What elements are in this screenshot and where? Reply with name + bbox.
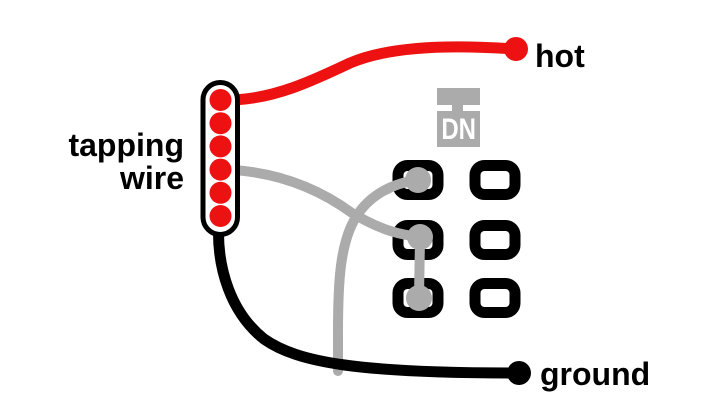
hot-terminal-dot <box>504 37 528 61</box>
contact-dot-5 <box>209 181 232 204</box>
contact-dot-2 <box>209 112 232 135</box>
switch-knob-tab <box>452 105 463 111</box>
pin-contact-dot-middle <box>407 224 433 250</box>
tapping-wire-connector <box>200 80 240 237</box>
switch-pin-r1c2 <box>469 160 521 200</box>
contact-dot-6 <box>209 205 232 227</box>
hot-wire <box>233 41 515 106</box>
switch-pin-r2c2 <box>469 220 521 260</box>
switch-down-icon: DN <box>437 88 480 147</box>
tapping-wire-label-line1: tapping <box>68 127 184 163</box>
hot-label: hot <box>535 38 585 74</box>
pin-contact-dot-bottom <box>406 285 432 311</box>
tap-wire-to-top-pin <box>333 175 423 376</box>
ground-wire <box>212 229 519 379</box>
switch-position-label: DN <box>441 113 476 146</box>
ground-label: ground <box>540 356 651 392</box>
contact-dot-3 <box>209 135 232 158</box>
tapping-wire-label: tapping wire <box>20 129 184 195</box>
ground-terminal-dot <box>507 361 531 385</box>
pin-contact-dot-top <box>405 167 431 193</box>
tap-wire-to-middle-pin <box>233 165 421 242</box>
contact-dot-1 <box>209 89 232 111</box>
switch-pin-r3c2 <box>469 278 521 318</box>
tapping-wire-label-line2: wire <box>119 160 184 196</box>
tap-wires <box>233 165 433 376</box>
contact-dot-4 <box>209 158 232 181</box>
